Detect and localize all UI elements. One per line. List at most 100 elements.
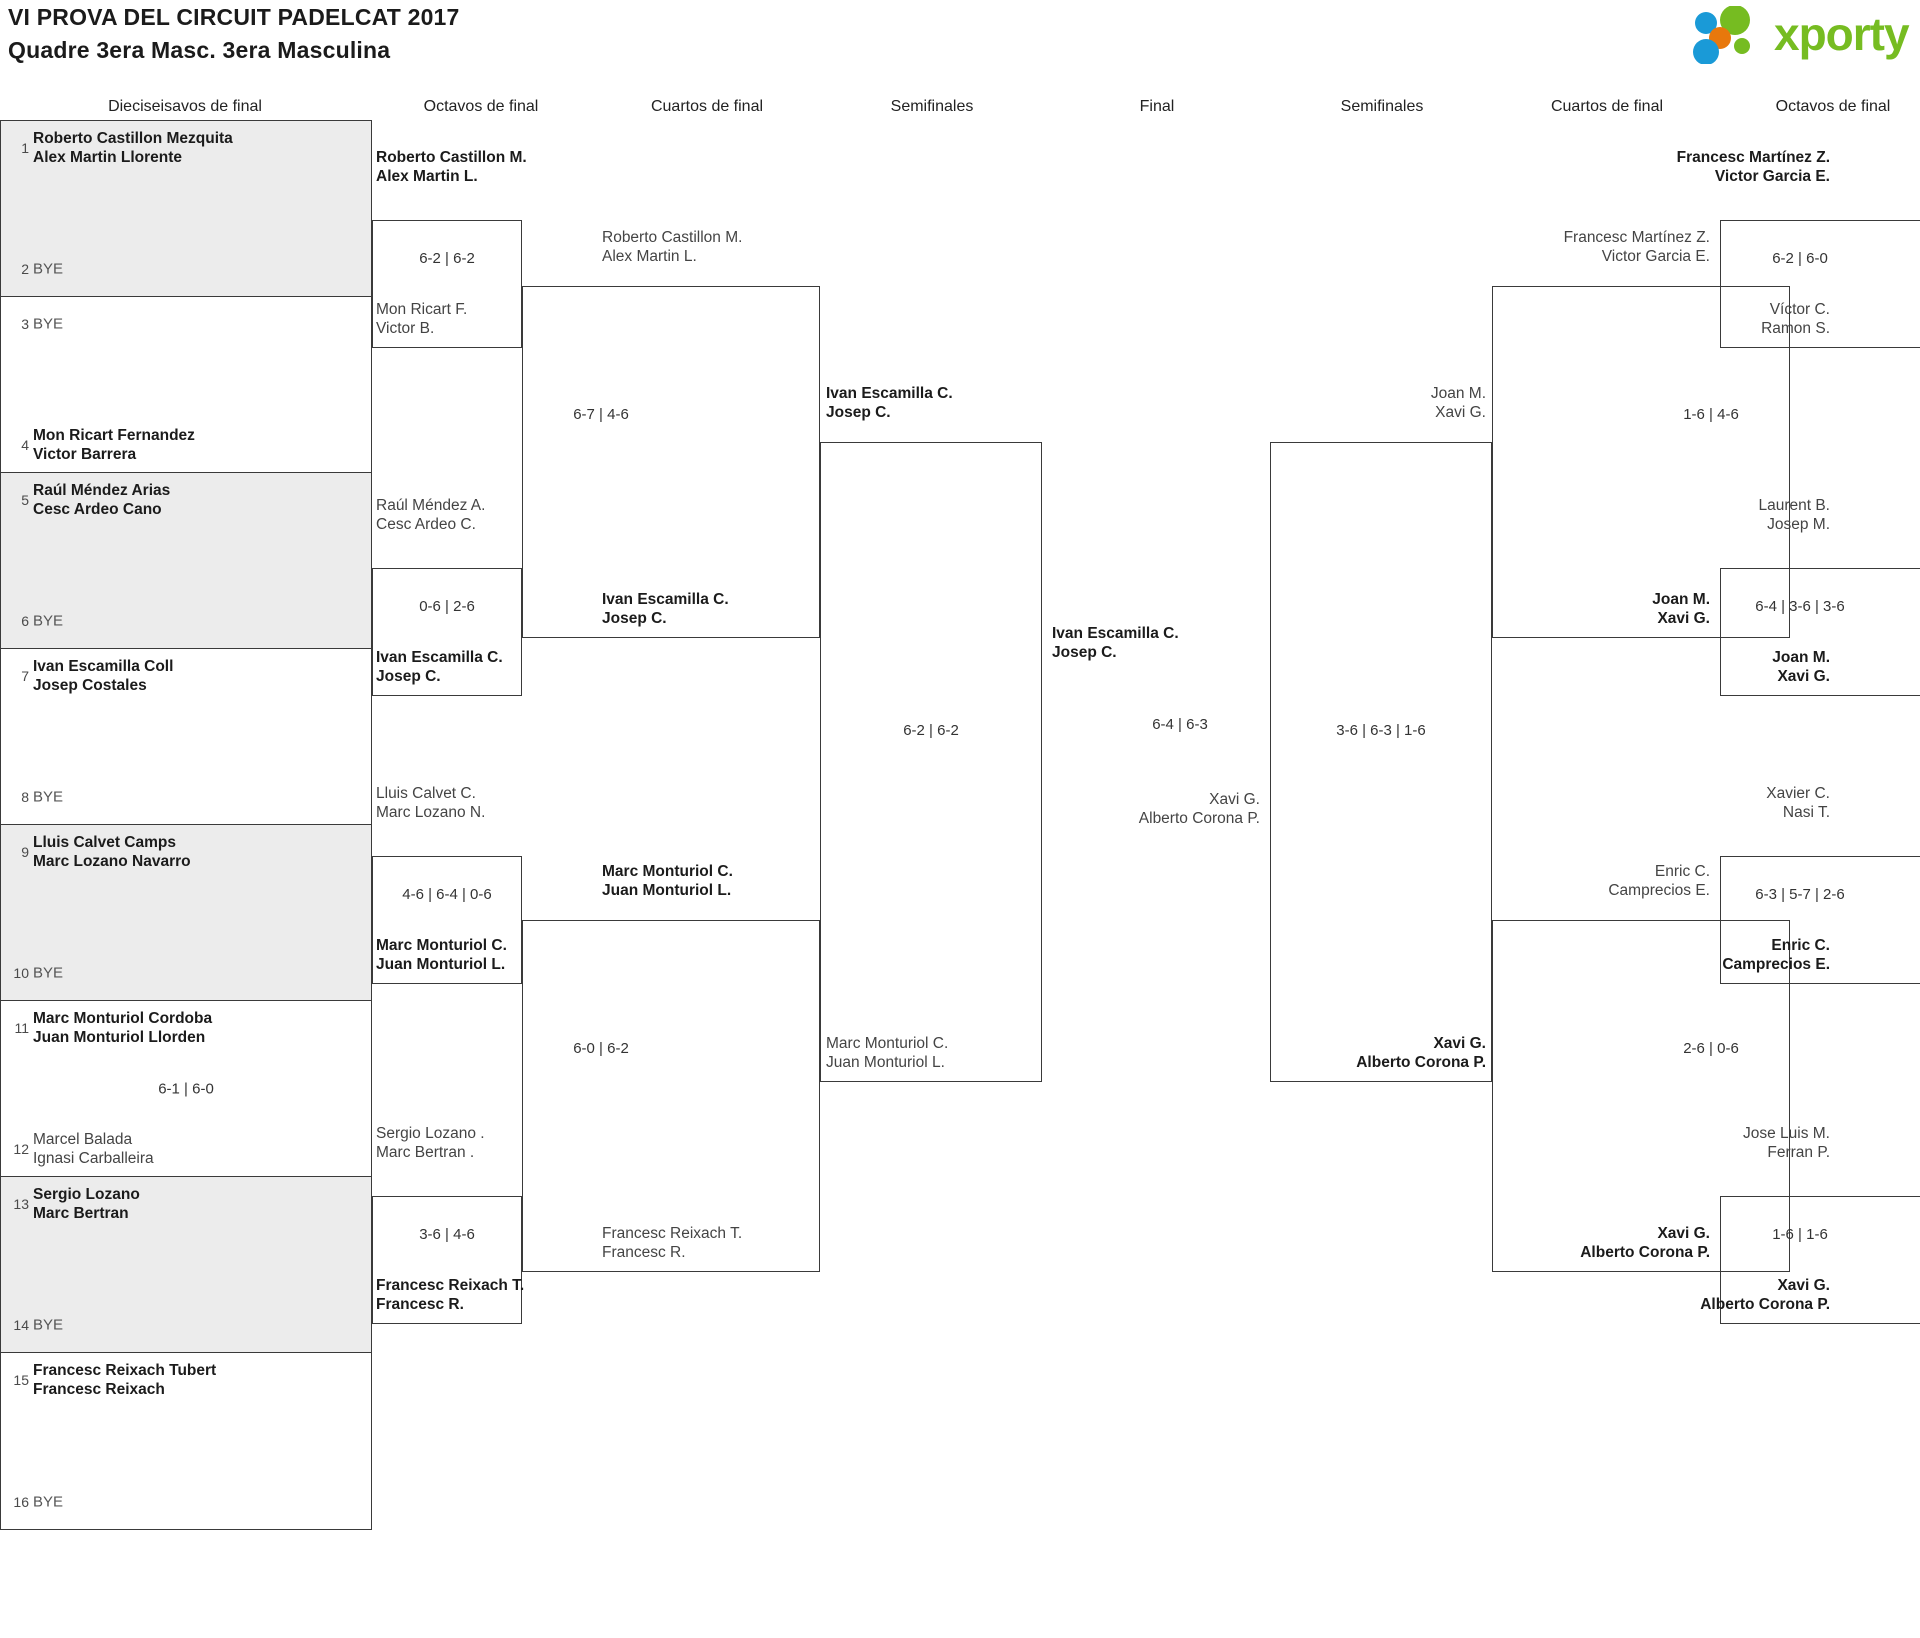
final-loser: Xavi G.Alberto Corona P. bbox=[1138, 791, 1260, 827]
page-header: VI PROVA DEL CIRCUIT PADELCAT 2017 Quadr… bbox=[8, 4, 460, 64]
xporty-dots-icon bbox=[1693, 6, 1750, 64]
cuartos-right-box-1 bbox=[1492, 920, 1790, 1272]
seed-number: 12 bbox=[13, 1141, 29, 1157]
cuartos-right-bot-0: Joan M.Xavi G. bbox=[1652, 591, 1710, 627]
seed-number: 6 bbox=[21, 613, 29, 629]
seed-number: 2 bbox=[21, 261, 29, 277]
cuartos-left-box-0 bbox=[522, 286, 820, 638]
logo-wordmark: xporty bbox=[1774, 8, 1910, 60]
cuartos-right-score-0: 1-6 | 4-6 bbox=[1683, 406, 1739, 423]
octavos-left-top-0: Roberto Castillon M.Alex Martin L. bbox=[376, 149, 527, 185]
final-winner: Ivan Escamilla C.Josep C. bbox=[1052, 625, 1179, 661]
octavos-left-bot-2: Marc Monturiol C.Juan Monturiol L. bbox=[376, 937, 507, 973]
octavos-left-score-3: 3-6 | 4-6 bbox=[419, 1226, 475, 1243]
seed-number: 3 bbox=[21, 316, 29, 332]
cuartos-left-top-0: Roberto Castillon M.Alex Martin L. bbox=[602, 229, 743, 265]
seed-player-names: BYE bbox=[33, 1316, 64, 1334]
draw-subtitle: Quadre 3era Masc. 3era Masculina bbox=[8, 37, 391, 63]
semifinal-right-top: Joan M.Xavi G. bbox=[1430, 385, 1486, 421]
round-header-6: Cuartos de final bbox=[1550, 98, 1664, 115]
round-header-1: Octavos de final bbox=[423, 98, 539, 115]
octavos-left-score-2: 4-6 | 6-4 | 0-6 bbox=[402, 886, 492, 903]
octavos-right-top-2: Xavier C.Nasi T. bbox=[1766, 785, 1830, 821]
octavos-left-bot-3: Francesc Reixach T.Francesc R. bbox=[376, 1277, 525, 1313]
octavos-left-bot-1: Ivan Escamilla C.Josep C. bbox=[376, 649, 503, 685]
seed-number: 15 bbox=[13, 1372, 29, 1388]
octavos-right-box-1 bbox=[1720, 568, 1920, 696]
seed-number: 5 bbox=[21, 492, 29, 508]
octavos-right-bot-1: Joan M.Xavi G. bbox=[1772, 649, 1830, 685]
octavos-right-top-1: Laurent B.Josep M. bbox=[1758, 497, 1830, 533]
semifinal-left-top: Ivan Escamilla C.Josep C. bbox=[826, 385, 953, 421]
tournament-title: VI PROVA DEL CIRCUIT PADELCAT 2017 bbox=[8, 4, 460, 30]
semifinal-left-score: 6-2 | 6-2 bbox=[903, 722, 959, 739]
semifinal-right-score: 3-6 | 6-3 | 1-6 bbox=[1336, 722, 1426, 739]
octavos-right-top-3: Jose Luis M.Ferran P. bbox=[1742, 1125, 1830, 1161]
cuartos-left-box-1 bbox=[522, 920, 820, 1272]
octavos-right-bot-0: Víctor C.Ramon S. bbox=[1761, 301, 1830, 337]
round-header-5: Semifinales bbox=[1340, 98, 1424, 115]
octavos-right-bot-3: Xavi G.Alberto Corona P. bbox=[1700, 1277, 1830, 1313]
octavos-left-bot-0: Mon Ricart F.Victor B. bbox=[376, 301, 468, 337]
octavos-left-top-3: Sergio Lozano .Marc Bertran . bbox=[376, 1125, 485, 1161]
seed-number: 11 bbox=[14, 1020, 29, 1036]
seed-player-names: BYE bbox=[33, 1493, 64, 1511]
seed-number: 16 bbox=[13, 1494, 29, 1510]
cuartos-right-top-1: Enric C.Camprecios E. bbox=[1608, 863, 1710, 899]
octavos-left-top-1: Raúl Méndez A.Cesc Ardeo C. bbox=[376, 497, 486, 533]
seed-score: 6-1 | 6-0 bbox=[158, 1080, 214, 1097]
octavos-left-box-0 bbox=[372, 220, 522, 348]
cuartos-left-bot-0: Ivan Escamilla C.Josep C. bbox=[602, 591, 729, 627]
octavos-left-box-1 bbox=[372, 568, 522, 696]
octavos-left-score-1: 0-6 | 2-6 bbox=[419, 598, 475, 615]
cuartos-right-box-0 bbox=[1492, 286, 1790, 638]
seed-player-names: BYE bbox=[33, 964, 64, 982]
octavos-right-top-0: Francesc Martínez Z.Victor Garcia E. bbox=[1676, 149, 1830, 185]
octavos-right-bot-2: Enric C.Camprecios E. bbox=[1722, 937, 1830, 973]
round-header-3: Semifinales bbox=[890, 98, 974, 115]
cuartos-left-top-1: Marc Monturiol C.Juan Monturiol L. bbox=[602, 863, 733, 899]
octavos-right-score-0: 6-2 | 6-0 bbox=[1772, 250, 1828, 267]
round-header-2: Cuartos de final bbox=[650, 98, 764, 115]
seed-player-names: BYE bbox=[33, 788, 64, 806]
octavos-right-score-1: 6-4 | 3-6 | 3-6 bbox=[1755, 598, 1845, 615]
seed-number: 8 bbox=[21, 789, 29, 805]
octavos-right-box-2 bbox=[1720, 856, 1920, 984]
seed-number: 14 bbox=[13, 1317, 29, 1333]
cuartos-right-score-1: 2-6 | 0-6 bbox=[1683, 1040, 1739, 1057]
semifinal-left-box bbox=[820, 442, 1042, 1082]
semifinal-right-bot: Xavi G.Alberto Corona P. bbox=[1356, 1035, 1486, 1071]
octavos-left-top-2: Lluis Calvet C.Marc Lozano N. bbox=[376, 785, 486, 821]
semifinal-left-bot: Marc Monturiol C.Juan Monturiol L. bbox=[826, 1035, 949, 1071]
final-score: 6-4 | 6-3 bbox=[1152, 716, 1208, 733]
octavos-right-box-3 bbox=[1720, 1196, 1920, 1324]
semifinal-right-box bbox=[1270, 442, 1492, 1082]
octavos-right-box-0 bbox=[1720, 220, 1920, 348]
cuartos-left-score-1: 6-0 | 6-2 bbox=[573, 1040, 629, 1057]
